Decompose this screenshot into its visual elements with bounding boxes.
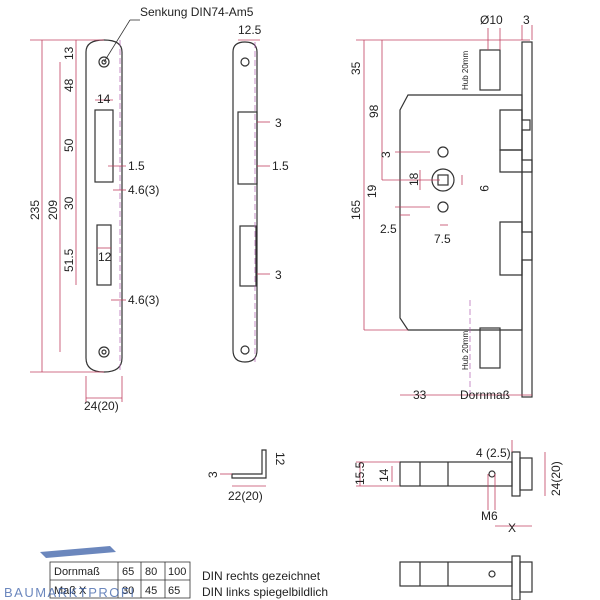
lock-faceplate-edge: [521, 41, 533, 398]
watermark-text: BAUMARKTPROFI: [4, 585, 135, 600]
side-bottom-hole: [240, 345, 250, 355]
dornmass-table: Dornmaß 65 80 100 Maß X 30 45 65: [49, 561, 191, 599]
dim-51-5: 51.5: [62, 248, 76, 272]
faceplate-side-view: 12.5 3 1.5 3: [232, 23, 289, 363]
side-top-hole: [240, 57, 250, 67]
latch-lower: [499, 149, 533, 173]
section2-faceplate: [511, 555, 521, 600]
table-cell-65b: 65: [168, 585, 180, 597]
dim-50: 50: [62, 138, 76, 152]
section-hole: [488, 470, 496, 478]
latch-opening: [94, 109, 114, 183]
label-dornmass: Dornmaß: [460, 388, 510, 402]
table-cell-100: 100: [168, 566, 186, 578]
lock-section-view-2: [399, 555, 533, 600]
dim-12: 12: [98, 250, 112, 264]
lock-body-view: Hub 20mm Hub 20mm Ø10 3 35 98 165 3 18 1…: [349, 13, 533, 402]
section2-hole: [488, 570, 496, 578]
hub-bottom-mark: [479, 327, 501, 369]
table-header-dornmass: Dornmaß: [54, 566, 100, 578]
dim-35: 35: [349, 61, 363, 75]
label-senkung: Senkung DIN74-Am5: [140, 5, 254, 19]
hub-top-mark: [479, 49, 501, 91]
dim-14: 14: [97, 92, 111, 106]
dim-3: 3: [379, 151, 393, 158]
upper-fix-hole: [437, 146, 449, 158]
bracket-dim-3: 3: [206, 471, 220, 478]
side-dim-3a: 3: [275, 116, 282, 130]
dim-12-5: 12.5: [238, 23, 262, 37]
senkung-leader: [103, 19, 131, 63]
lock-case-outline: [399, 94, 523, 331]
latch: [499, 109, 531, 151]
table-cell-45: 45: [145, 585, 157, 597]
dim-19: 19: [365, 184, 379, 198]
dim-4-2-5: 4 (2.5): [476, 446, 511, 460]
strike-profile: 3 12 22(20): [206, 449, 287, 503]
top-screw-hole: [98, 56, 110, 68]
section2-latch: [519, 561, 533, 593]
side-latch-window: [237, 111, 258, 185]
dim-4-6-b: 4.6(3): [128, 293, 159, 307]
table-cell-80: 80: [145, 566, 157, 578]
dim-33: 33: [413, 388, 427, 402]
dim-7-5: 7.5: [434, 232, 451, 246]
dim-30: 30: [62, 196, 76, 210]
dim-diameter-10: Ø10: [480, 13, 503, 27]
side-bolt-window: [239, 225, 257, 287]
strike-bracket: [231, 449, 267, 479]
dim-24: 24(20): [84, 399, 119, 413]
section-faceplate: [511, 451, 521, 497]
dim-1-5: 1.5: [128, 159, 145, 173]
bolt-opening: [96, 224, 112, 286]
bracket-dim-12: 12: [273, 452, 287, 466]
dim-15-5: 15.5: [353, 461, 367, 485]
dim-18: 18: [407, 172, 421, 186]
dim-2-5: 2.5: [380, 222, 397, 236]
bottom-screw-hole: [98, 346, 110, 358]
bracket-dim-22: 22(20): [228, 489, 263, 503]
table-cell-65: 65: [122, 566, 134, 578]
watermark-swoosh: [40, 546, 116, 558]
label-x: X: [508, 521, 516, 535]
dim-165: 165: [349, 200, 363, 220]
table-header-massx: Maß X: [54, 585, 87, 597]
note-din-rechts: DIN rechts gezeichnet: [202, 569, 321, 583]
hub-bottom: Hub 20mm: [461, 331, 470, 370]
top-screw-hole-inner: [101, 59, 107, 65]
dim-4-6-a: 4.6(3): [128, 183, 159, 197]
table-cell-30: 30: [122, 585, 134, 597]
faceplate-outline: [85, 39, 123, 373]
hub-top: Hub 20mm: [461, 51, 470, 90]
bottom-screw-hole-inner: [101, 349, 107, 355]
note-din-links: DIN links spiegelbildlich: [202, 585, 328, 599]
dim-13: 13: [62, 46, 76, 60]
faceplate-front-view: Senkung DIN74-Am5 235 209 13 48 50 30 51…: [28, 5, 254, 413]
key-hole: [437, 201, 449, 213]
side-dim-1-5: 1.5: [272, 159, 289, 173]
dim-24-20: 24(20): [549, 461, 563, 496]
dim-98: 98: [367, 104, 381, 118]
side-dim-3b: 3: [275, 268, 282, 282]
dim-209: 209: [46, 200, 60, 220]
section-latch: [519, 457, 533, 491]
side-plate-outline: [232, 41, 258, 363]
dim-3-top: 3: [523, 13, 530, 27]
label-m6: M6: [481, 509, 498, 523]
bolt: [499, 221, 533, 276]
dim-48: 48: [62, 78, 76, 92]
dim-14b: 14: [377, 468, 391, 482]
dim-235: 235: [28, 200, 42, 220]
lock-section-view: 15.5 14 4 (2.5) 24(20) M6 X: [353, 440, 563, 535]
dim-9: 9: [477, 185, 491, 192]
baumarkt-profi-watermark: BAUMARKTPROFI: [4, 546, 135, 600]
